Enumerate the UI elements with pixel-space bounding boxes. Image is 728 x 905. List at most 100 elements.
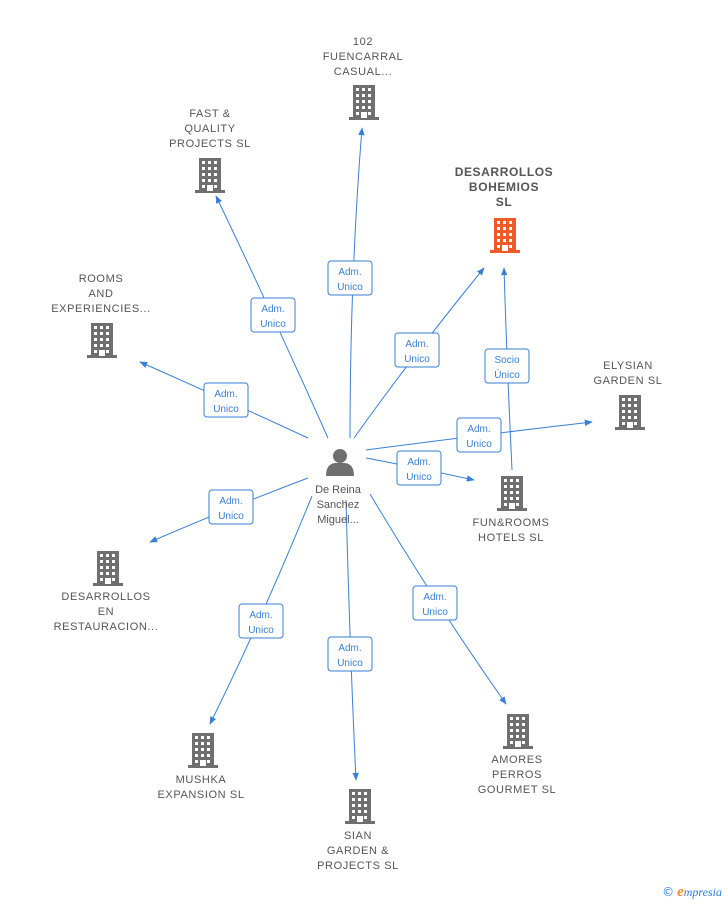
- edge-person-to-mushka: Adm. Unico: [209, 495, 313, 725]
- edge-role-text: Adm.: [423, 592, 446, 603]
- building-icon[interactable]: [349, 85, 379, 120]
- edge-role-badge[interactable]: Adm.Unico: [394, 332, 440, 368]
- edge-role-text: Adm.: [407, 457, 430, 468]
- building-icon[interactable]: [615, 395, 645, 430]
- building-icon[interactable]: [503, 714, 533, 749]
- company-node-amores[interactable]: AMORES PERROS GOURMET SL: [478, 714, 557, 796]
- company-name-line: ELYSIAN: [603, 360, 653, 372]
- person-name-line: De Reina: [315, 484, 362, 496]
- person-node[interactable]: De ReinaSanchezMiguel...: [315, 449, 362, 526]
- edge-role-text: Adm.: [261, 304, 284, 315]
- edges-layer: Adm.UnicoAdm.UnicoAdm.UnicoAdm.UnicoAdm.…: [139, 127, 593, 781]
- copyright-symbol: ©: [662, 885, 675, 899]
- brand-name: mpresia: [683, 885, 722, 899]
- company-node-sian[interactable]: SIAN GARDEN & PROJECTS SL: [317, 789, 399, 872]
- company-name-line: GARDEN &: [327, 845, 389, 857]
- brand-initial: e: [677, 884, 684, 900]
- company-name-line: EXPANSION SL: [157, 789, 244, 801]
- company-name-line: MUSHKA: [176, 774, 227, 786]
- company-name-line: FUN&ROOMS: [473, 517, 550, 529]
- building-icon[interactable]: [497, 476, 527, 511]
- edge-role-badge[interactable]: Adm. Unico: [203, 382, 249, 418]
- company-name-line: DESARROLLOS: [455, 165, 554, 179]
- edge-role-badge[interactable]: Adm. Unico: [238, 603, 284, 639]
- company-name-line: GARDEN SL: [594, 375, 663, 387]
- company-name-line: SL: [496, 195, 513, 209]
- company-node-funrooms[interactable]: FUN&ROOMS HOTELS SL: [473, 476, 550, 544]
- edge-role-text: Único: [494, 368, 520, 381]
- edge-person-to-funrooms: Adm. Unico: [365, 450, 475, 486]
- edge-role-text: Unico: [466, 439, 492, 450]
- company-node-elysian[interactable]: ELYSIAN GARDEN SL: [594, 360, 663, 430]
- company-name-line: HOTELS SL: [478, 532, 544, 544]
- company-name-line: RESTAURACION...: [54, 621, 159, 633]
- company-node-rooms[interactable]: ROOMS AND EXPERIENCIES...: [51, 273, 150, 358]
- company-name-line: PERROS: [492, 769, 542, 781]
- edge-role-text: Unico: [218, 511, 244, 522]
- edge-role-text: Unico: [337, 658, 363, 669]
- building-icon[interactable]: [87, 323, 117, 358]
- edge-role-text: Unico: [337, 282, 363, 293]
- edge-person-to-restauracion: Adm. Unico: [149, 477, 309, 543]
- edge-role-text: Unico: [404, 354, 430, 365]
- edge-role-badge[interactable]: Adm. Unico: [456, 417, 502, 453]
- building-icon[interactable]: [490, 218, 520, 253]
- person-icon[interactable]: [326, 449, 354, 476]
- edge-person-to-fuencarral: Adm. Unico: [327, 127, 373, 439]
- edge-role-badge[interactable]: Adm. Unico: [327, 260, 373, 296]
- company-name-line: FAST &: [189, 108, 230, 120]
- company-node-restauracion[interactable]: DESARROLLOS EN RESTAURACION...: [54, 551, 159, 633]
- edge-role-badge[interactable]: Adm. Unico: [327, 636, 373, 672]
- edge-person-to-rooms: Adm. Unico: [139, 361, 309, 439]
- edge-role-badge[interactable]: Adm. Unico: [208, 489, 254, 525]
- company-name-line: 102: [353, 36, 373, 48]
- edge-role-text: Adm.: [338, 267, 361, 278]
- company-name-line: DESARROLLOS: [61, 591, 150, 603]
- company-name-line: CASUAL...: [334, 66, 393, 78]
- edge-role-badge[interactable]: Adm. Unico: [250, 297, 296, 333]
- edge-role-text: Adm.: [214, 389, 237, 400]
- edge-role-badge[interactable]: Adm. Unico: [412, 585, 458, 621]
- edge-role-text: Adm.: [219, 496, 242, 507]
- company-name-line: EXPERIENCIES...: [51, 303, 150, 315]
- building-icon[interactable]: [188, 733, 218, 768]
- edge-role-text: Unico: [213, 404, 239, 415]
- edge-role-text: Unico: [248, 625, 274, 636]
- company-name-line: PROJECTS SL: [317, 860, 399, 872]
- edge-person-to-sian: Adm. Unico: [327, 499, 373, 781]
- building-icon[interactable]: [93, 551, 123, 586]
- edge-person-to-fast: Adm. Unico: [215, 195, 329, 439]
- company-name-line: ROOMS: [79, 273, 124, 285]
- building-icon[interactable]: [345, 789, 375, 824]
- edge-role-text: Socio: [494, 355, 519, 366]
- company-name-line: EN: [98, 606, 114, 618]
- company-name-line: GOURMET SL: [478, 784, 557, 796]
- person-name-line: Miguel...: [317, 514, 359, 526]
- empresia-logo: © empresia: [662, 884, 722, 901]
- edge-role-text: Adm.: [338, 643, 361, 654]
- edge-person-to-bohemios: Adm.Unico: [353, 267, 485, 439]
- edge-role-text: Unico: [406, 472, 432, 483]
- edge-role-text: Adm.: [249, 610, 272, 621]
- edge-role-badge[interactable]: Adm. Unico: [396, 450, 442, 486]
- company-name-line: FUENCARRAL: [323, 51, 404, 63]
- company-name-line: SIAN: [344, 830, 372, 842]
- building-icon[interactable]: [195, 158, 225, 193]
- company-name-line: AND: [88, 288, 113, 300]
- person-name-line: Sanchez: [317, 499, 360, 511]
- company-name-line: AMORES: [491, 754, 542, 766]
- company-name-line: QUALITY: [184, 123, 235, 135]
- edge-role-text: Unico: [422, 607, 448, 618]
- edge-person-to-amores: Adm. Unico: [369, 493, 507, 705]
- edge-role-text: Unico: [260, 319, 286, 330]
- company-node-mushka[interactable]: MUSHKA EXPANSION SL: [157, 733, 244, 801]
- edge-role-text: Adm.: [467, 424, 490, 435]
- company-name-line: BOHEMIOS: [469, 180, 539, 194]
